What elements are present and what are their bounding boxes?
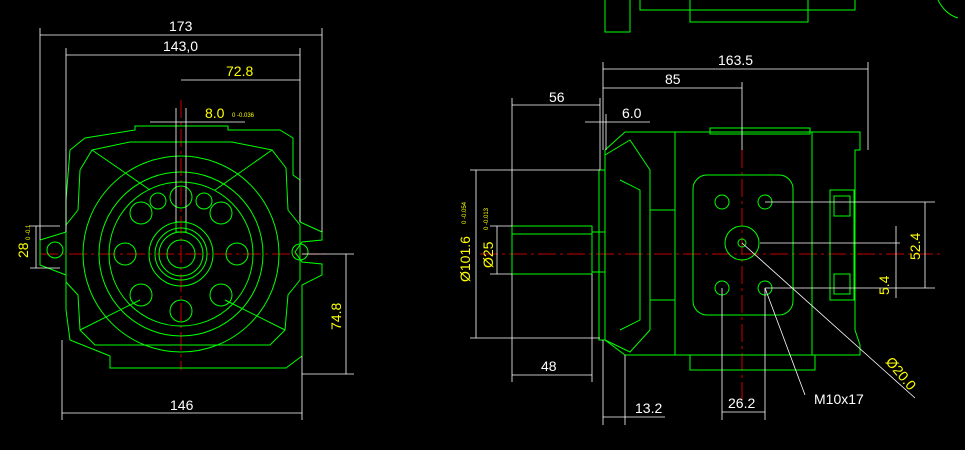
dim-85-label: 85 <box>665 71 681 87</box>
dim-26-2-label: 26.2 <box>728 395 755 411</box>
front-ring-hole <box>225 242 249 266</box>
front-ring-hole <box>209 283 233 307</box>
front-upper-diagonal-left <box>91 149 151 191</box>
dim-8-0: 8.0 0 -0.036 <box>150 105 255 222</box>
dim-173: 173 <box>39 18 323 240</box>
dim-101-6-tolerance: 0 -0.054 <box>462 201 468 224</box>
side-flange-inner <box>619 179 641 331</box>
dim-25-label: Ø25 <box>480 241 496 268</box>
dim-5-4: 5.4 <box>760 226 900 298</box>
side-rear-cap-detail <box>833 195 851 217</box>
dim-m10x17-label: M10x17 <box>814 391 864 407</box>
dim-146-label: 146 <box>170 397 194 413</box>
dim-52-4-label: 52.4 <box>907 233 923 260</box>
dim-143: 143,0 <box>65 38 301 232</box>
dim-56-label: 56 <box>549 89 565 105</box>
front-lower-diagonal-left <box>79 299 141 331</box>
side-port <box>724 225 760 261</box>
side-pilot <box>598 169 606 341</box>
front-mount-hole-right <box>291 243 309 261</box>
dim-6-0: 6.0 <box>585 105 650 150</box>
dim-m10x17: M10x17 <box>764 287 864 407</box>
dim-26-2: 26.2 <box>721 288 766 420</box>
dim-56: 56 <box>511 89 601 226</box>
dim-74-8: 74.8 <box>302 253 354 375</box>
dim-101-6: Ø101.6 0 -0.054 <box>457 169 600 339</box>
front-ring-hole <box>169 185 193 209</box>
front-upper-diagonal-right <box>214 149 273 191</box>
dim-28-label: 28 <box>15 242 31 258</box>
side-port-bolt <box>714 194 730 210</box>
dim-74-8-label: 74.8 <box>328 303 344 330</box>
dim-143-label: 143,0 <box>163 38 198 54</box>
front-mount-hole-left <box>46 241 64 259</box>
side-rear-cap <box>829 189 855 301</box>
dim-25: Ø25 0 -0.013 <box>480 207 512 275</box>
side-top-partial <box>604 0 856 33</box>
front-pilot-circle <box>98 171 264 337</box>
side-rear-cap-detail <box>833 273 851 295</box>
front-ring-hole <box>129 201 153 225</box>
front-ring-hole <box>113 242 137 266</box>
front-ring-hole <box>129 283 153 307</box>
side-port-plate <box>692 174 794 316</box>
front-shaft-outer <box>154 227 208 281</box>
front-ring-hole <box>149 192 167 210</box>
front-view: 173 143,0 72.8 8.0 0 -0.036 28 0 - <box>15 18 354 420</box>
side-bottom-base <box>689 354 816 371</box>
dim-101-6-label: Ø101.6 <box>457 236 473 282</box>
dim-13-2: 13.2 <box>602 340 665 425</box>
dim-48: 48 <box>511 274 593 382</box>
side-top-rib <box>709 127 811 135</box>
dim-72-8: 72.8 <box>181 63 300 81</box>
front-outer-circle <box>82 155 280 353</box>
side-body-outline <box>604 131 861 356</box>
side-shaft <box>511 225 593 275</box>
side-flange <box>604 139 651 353</box>
dim-28-tolerance: 0 -0.1 <box>26 224 32 240</box>
dim-163-5: 163.5 <box>602 52 869 150</box>
side-port-center <box>737 238 747 248</box>
dim-25-tolerance: 0 -0.013 <box>484 207 490 230</box>
side-top-arc <box>937 0 959 19</box>
side-view: 163.5 85 56 6.0 Ø101.6 0 -0.054 <box>457 0 959 425</box>
dim-6-0-label: 6.0 <box>622 105 642 121</box>
dim-20-0: Ø20.0 <box>741 242 920 399</box>
dim-28: 28 0 -0.1 <box>15 224 60 269</box>
dim-13-2-label: 13.2 <box>635 400 662 416</box>
dim-5-4-label: 5.4 <box>876 275 892 295</box>
dim-8-0-tolerance: 0 -0.036 <box>232 113 255 119</box>
dim-20-0-label: Ø20.0 <box>883 354 920 394</box>
front-shaft-bore <box>166 239 196 269</box>
front-lower-diagonal-right <box>224 299 286 331</box>
front-hole-ring <box>113 185 249 323</box>
dim-146: 146 <box>61 340 303 420</box>
dim-85: 85 <box>603 71 743 150</box>
front-ring-hole <box>209 201 233 225</box>
dim-8-0-label: 8.0 <box>205 105 225 121</box>
front-shaft-key <box>175 221 187 233</box>
front-bolt-circle <box>108 181 254 327</box>
dim-72-8-label: 72.8 <box>226 63 253 79</box>
front-ring-hole <box>195 192 213 210</box>
dim-163-5-label: 163.5 <box>718 52 753 68</box>
front-ring-hole <box>169 299 193 323</box>
dim-52-4: 52.4 <box>765 201 935 289</box>
dim-48-label: 48 <box>541 358 557 374</box>
dim-173-label: 173 <box>169 18 193 34</box>
